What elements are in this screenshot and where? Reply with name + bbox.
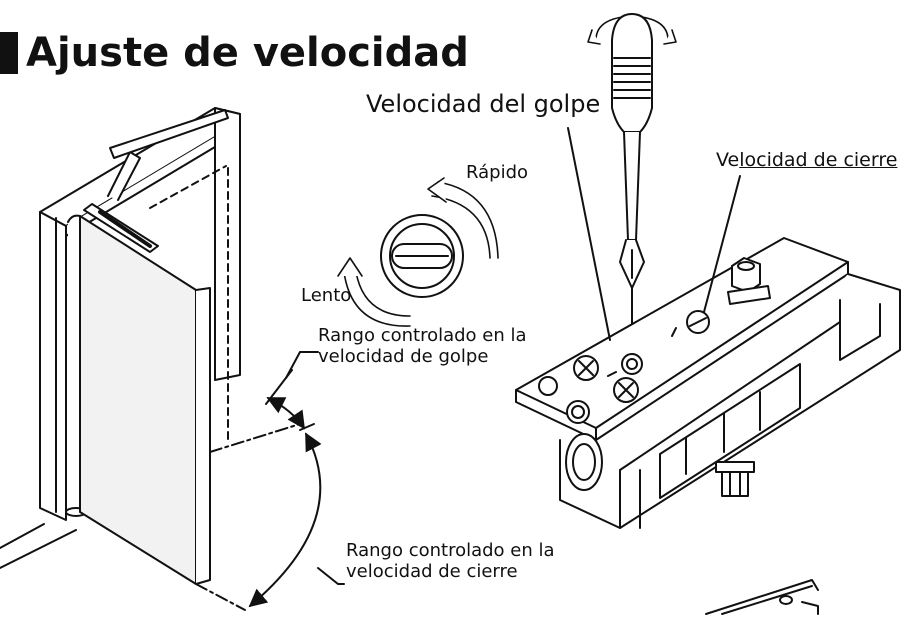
label-range-closing-line1: Rango controlado en la [346,540,555,561]
screwdriver-illustration [588,14,676,348]
page-title: Ajuste de velocidad [0,30,469,76]
label-slow: Lento [301,285,352,306]
title-text: Ajuste de velocidad [26,30,469,76]
door-closer-body [516,238,900,528]
label-range-golpe: Rango controlado en la velocidad de golp… [318,325,527,367]
valve-adjust-icon [338,178,498,326]
label-closing-speed-underlined: locidad de cierre [739,149,898,171]
partial-component [706,580,818,614]
label-closing-speed-prefix: Ve [716,149,740,171]
label-golpe-speed: Velocidad del golpe [366,90,601,118]
door-frame-header [40,108,240,226]
leader-cierre [704,176,740,312]
range-arc-closing [248,432,322,608]
door-leaf [80,216,196,584]
range-arc-golpe [266,398,304,430]
label-range-closing-line2: velocidad de cierre [346,560,518,582]
title-marker [0,32,18,74]
label-range-golpe-line2: velocidad de golpe [318,345,489,367]
door-frame-left-jamb [40,212,66,520]
label-closing-speed: Velocidad de cierre [716,149,898,172]
label-range-golpe-line1: Rango controlado en la [318,325,527,346]
door-illustration [0,108,344,610]
leader-golpe [568,128,610,340]
label-range-closing: Rango controlado en la velocidad de cier… [346,540,555,582]
door-hinge [68,216,80,514]
arrow-slow-icon [356,272,410,316]
label-rapid: Rápido [466,162,529,183]
